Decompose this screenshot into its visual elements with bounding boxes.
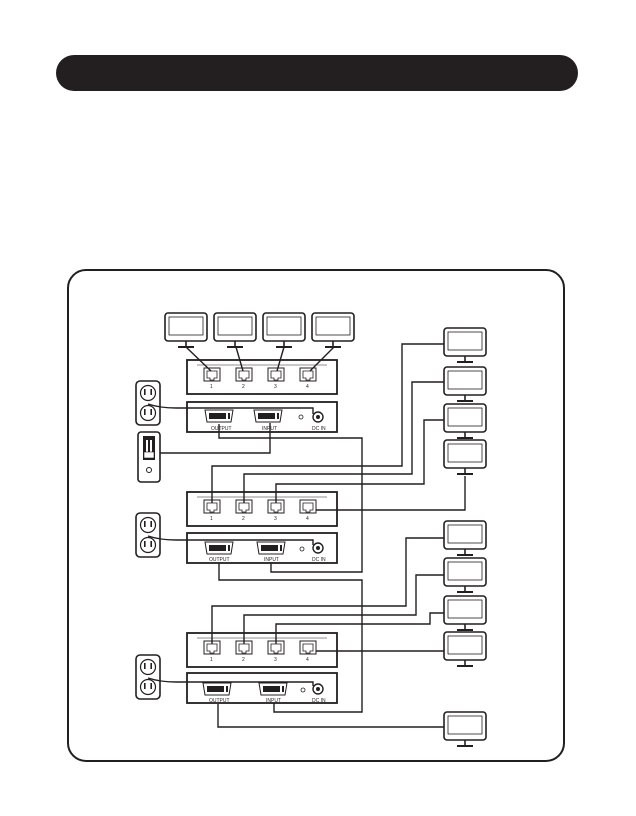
port-number: 2 — [242, 516, 245, 522]
port-number: 4 — [306, 657, 309, 663]
extender-unit-1-back: OUTPUT INPUT DC IN — [187, 402, 337, 432]
power-outlet-icon — [136, 513, 160, 557]
dvi-port-icon — [205, 410, 233, 422]
port-number: 3 — [274, 516, 277, 522]
port-number: 4 — [306, 516, 309, 522]
power-label: DC IN — [312, 557, 326, 563]
rj45-port-icon — [300, 641, 316, 654]
power-label: DC IN — [312, 698, 326, 704]
port-number: 4 — [306, 384, 309, 390]
power-outlet-icon — [136, 381, 160, 425]
port-number: 1 — [210, 384, 213, 390]
port-number: 1 — [210, 657, 213, 663]
extender-unit-2-back: OUTPUT INPUT DC IN — [187, 533, 337, 563]
power-label: DC IN — [312, 426, 326, 432]
dvi-port-icon — [203, 683, 231, 695]
port-number: 1 — [210, 516, 213, 522]
dvi-port-icon — [205, 542, 233, 554]
rj45-port-icon — [204, 368, 220, 381]
port-number: 3 — [274, 384, 277, 390]
port-number: 3 — [274, 657, 277, 663]
dvi-port-icon — [259, 683, 287, 695]
extender-unit-3-front: 1 2 3 4 — [187, 633, 337, 667]
port-number: 2 — [242, 384, 245, 390]
input-label: INPUT — [264, 557, 279, 563]
dvi-port-icon — [254, 410, 282, 422]
output-label: OUTPUT — [209, 557, 230, 563]
output-label: OUTPUT — [211, 426, 232, 432]
dvi-port-icon — [257, 542, 285, 554]
power-outlet-icon — [136, 655, 160, 699]
output-label: OUTPUT — [209, 698, 230, 704]
dvi-source-device-icon — [138, 432, 160, 482]
extender-unit-1-front: 1 2 3 4 — [187, 360, 337, 394]
rj45-port-icon — [268, 368, 284, 381]
rj45-port-icon — [300, 500, 316, 513]
rj45-port-icon — [300, 368, 316, 381]
input-label: INPUT — [266, 698, 281, 704]
extender-unit-2-front: 1 2 3 4 — [187, 492, 337, 526]
extender-unit-3-back: OUTPUT INPUT DC IN — [187, 673, 337, 704]
rj45-port-icon — [236, 368, 252, 381]
port-number: 2 — [242, 657, 245, 663]
